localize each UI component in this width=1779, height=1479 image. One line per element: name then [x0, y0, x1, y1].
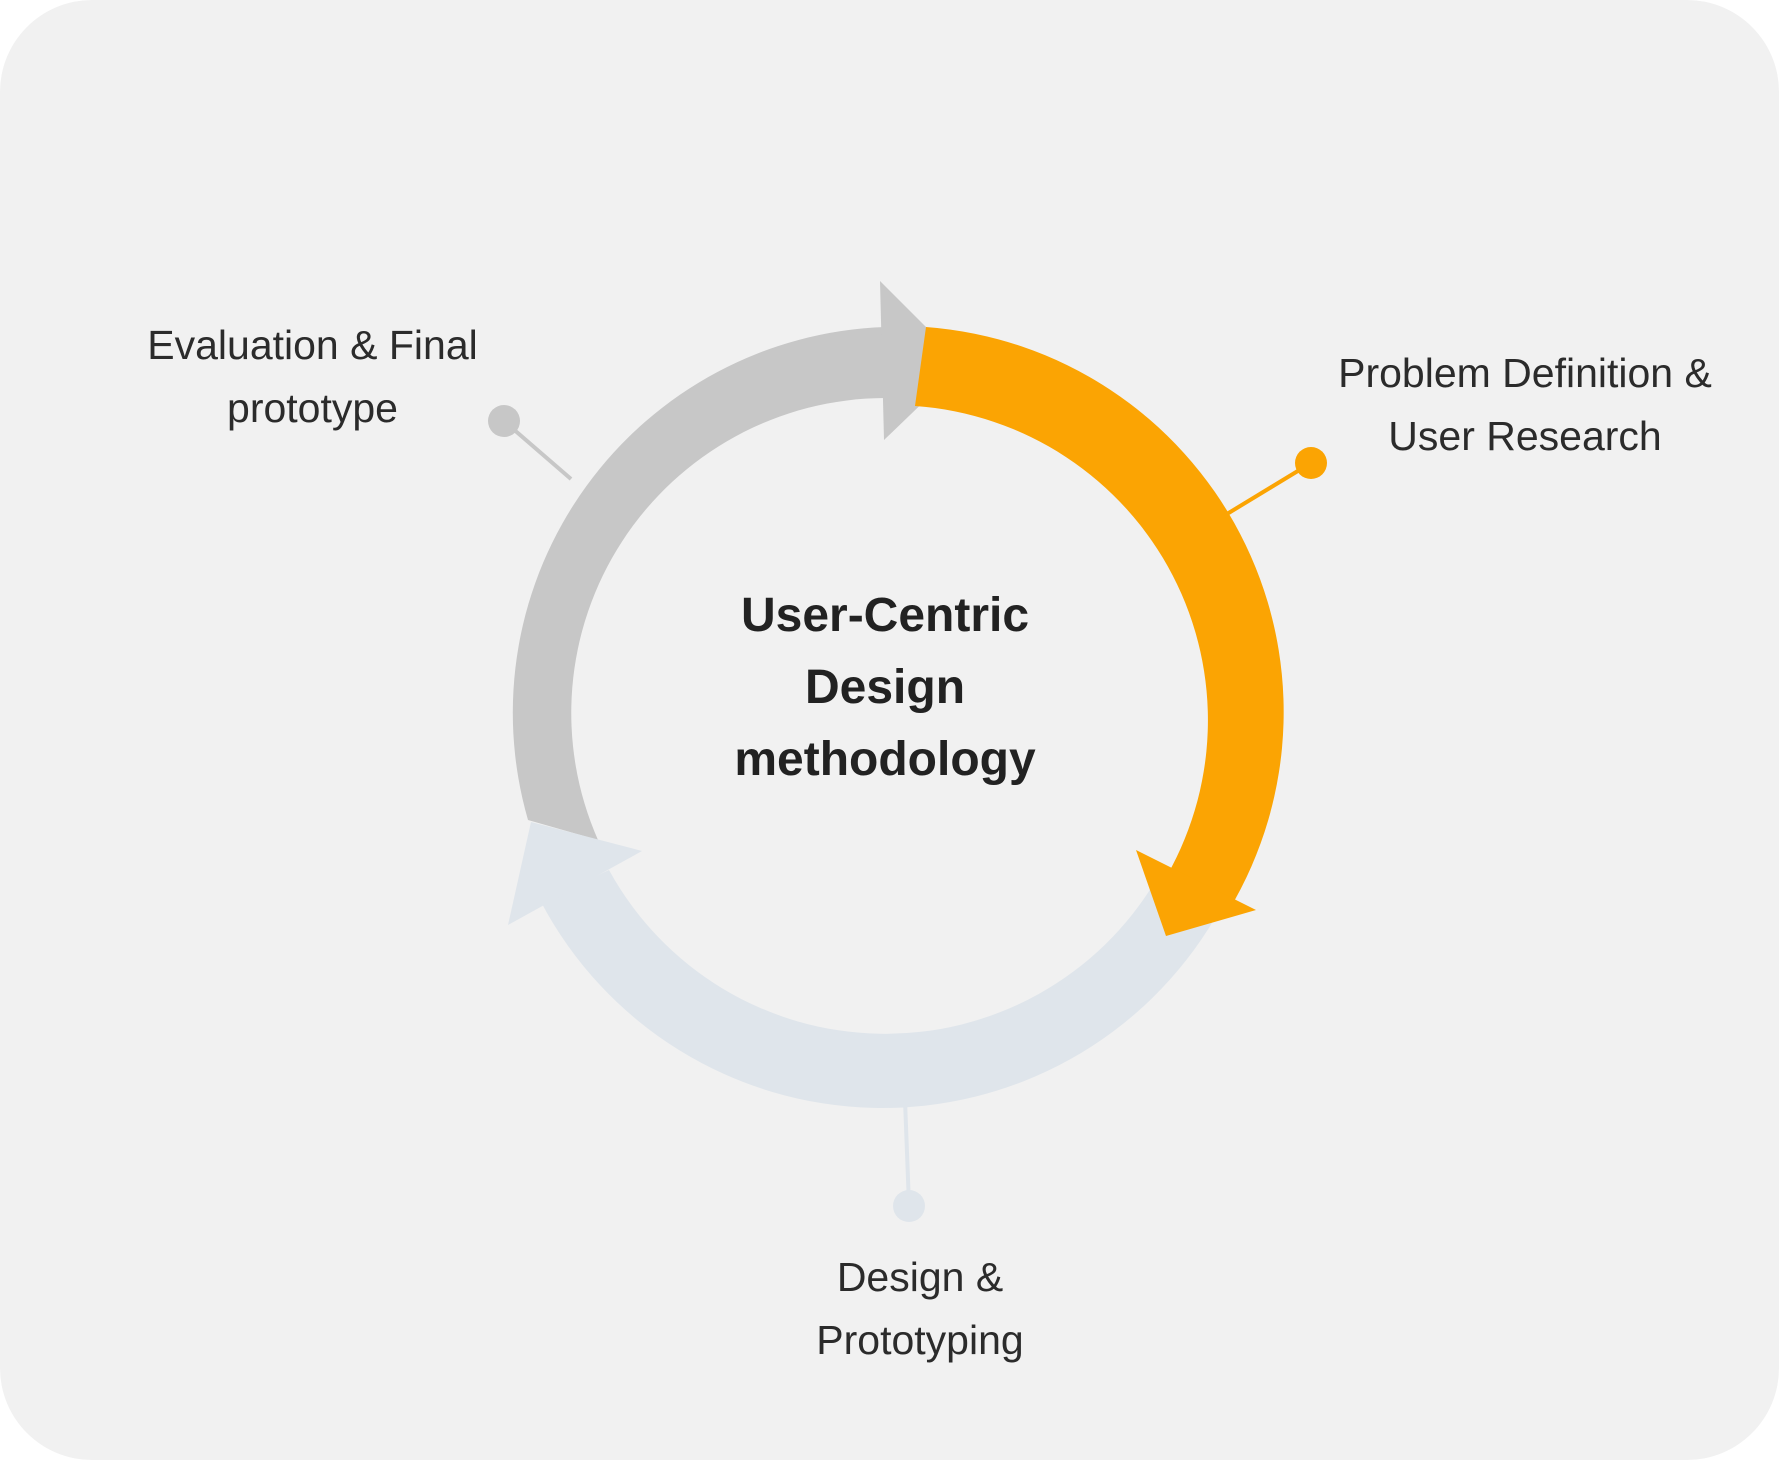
evaluation-label: Evaluation & Final prototype	[110, 314, 515, 440]
design-prototyping-label-line-1: Design &	[836, 1254, 1004, 1300]
evaluation-label-line-1: Evaluation & Final	[147, 322, 478, 368]
center-title-line-1: User-Centric	[740, 589, 1030, 642]
design-prototyping-label-line-2: Prototyping	[816, 1317, 1024, 1363]
evaluation-label-line-2: prototype	[227, 385, 398, 431]
design-prototyping-label: Design & Prototyping	[760, 1246, 1080, 1372]
problem-arrowhead	[1136, 850, 1256, 936]
evaluation-connector-dot	[488, 405, 520, 437]
design-connector-line	[903, 1099, 911, 1206]
design-arrowhead	[508, 822, 642, 925]
center-title: User-Centric Design methodology	[620, 580, 1150, 796]
problem-connector-dot	[1295, 447, 1327, 479]
design-connector-dot	[893, 1190, 925, 1222]
evaluation-arc	[512, 327, 885, 840]
problem-definition-label: Problem Definition & User Research	[1300, 342, 1750, 468]
center-title-line-2: Design	[804, 661, 966, 714]
problem-connector-line	[1220, 461, 1313, 519]
problem-definition-label-line-2: User Research	[1388, 413, 1662, 459]
design-arc	[541, 870, 1215, 1109]
center-title-line-3: methodology	[734, 733, 1036, 786]
problem-arc	[915, 327, 1284, 910]
problem-definition-label-line-1: Problem Definition &	[1338, 350, 1712, 396]
